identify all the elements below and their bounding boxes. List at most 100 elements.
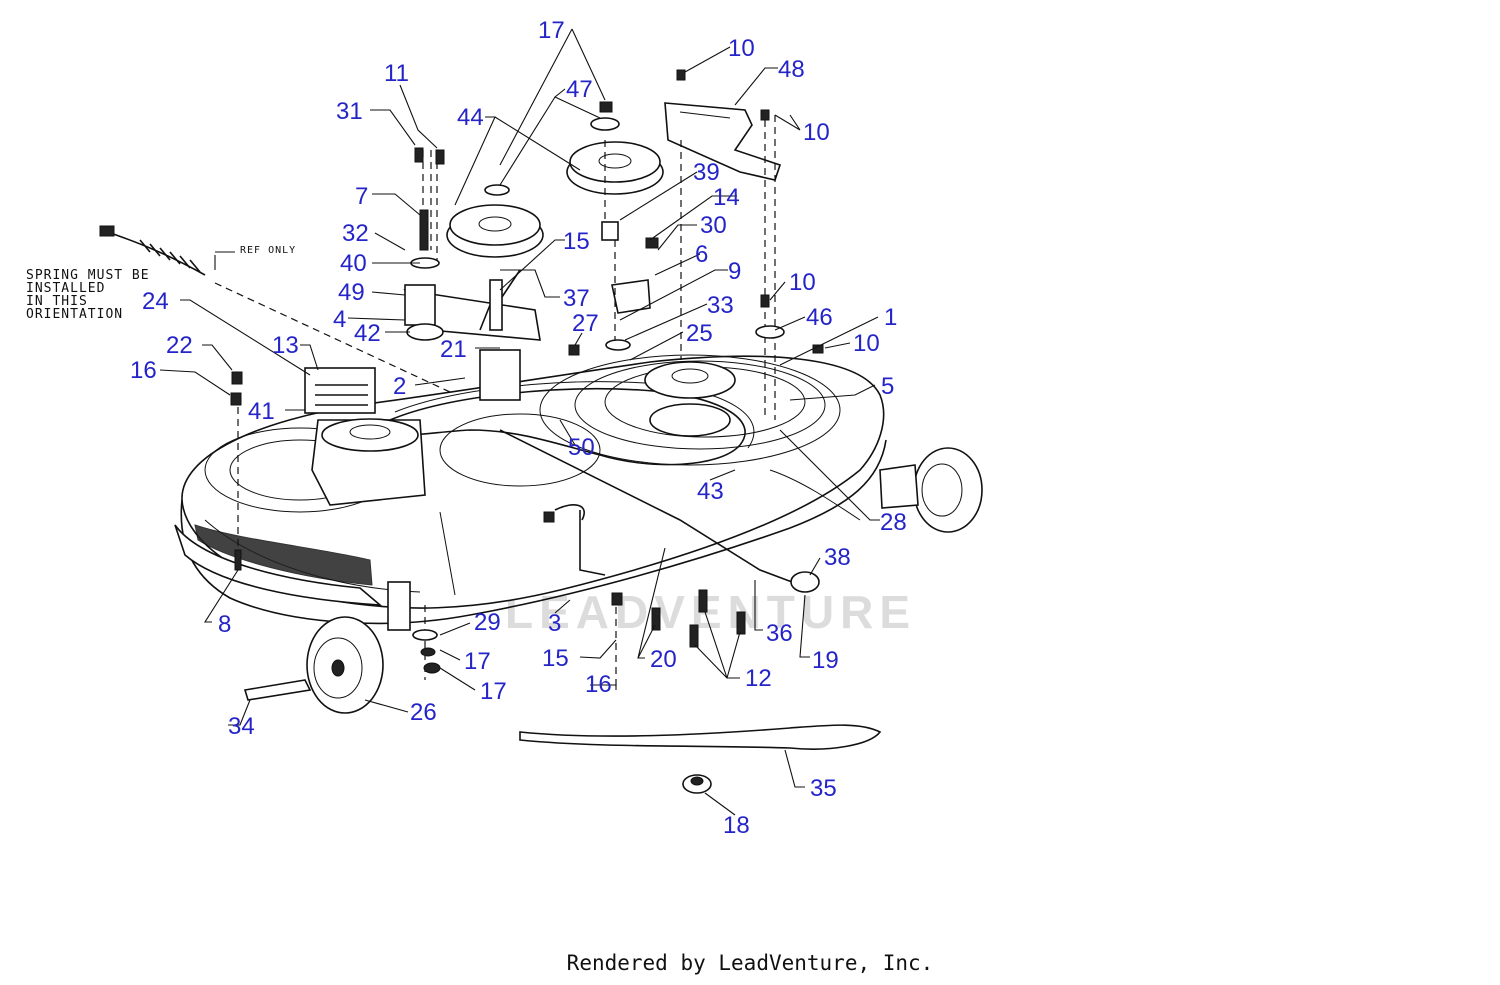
idler-pulley-left (446, 204, 544, 258)
callout-1: 1 (884, 304, 897, 331)
washer-33 (605, 339, 631, 351)
bolt-10-top (676, 69, 686, 81)
callout-5: 5 (881, 373, 894, 400)
left-spindle-housing (304, 367, 426, 506)
callout-42: 42 (354, 320, 381, 347)
wheel-bracket (387, 581, 411, 631)
footer-credit: Rendered by LeadVenture, Inc. (566, 951, 934, 975)
belt-guard-bracket (664, 102, 782, 181)
callout-19: 19 (812, 647, 839, 674)
bolt-11 (435, 149, 445, 165)
bolt-20 (651, 607, 661, 631)
nut-27 (568, 344, 580, 356)
ref-only-label: REF ONLY (240, 245, 296, 256)
callout-34: 34 (228, 713, 255, 740)
callout-49: 49 (338, 279, 365, 306)
callout-11: 11 (384, 60, 409, 87)
nut-16 (230, 392, 242, 406)
note-line-4: ORIENTATION (26, 307, 123, 322)
callout-7: 7 (355, 183, 368, 210)
callout-29: 29 (474, 609, 501, 636)
spacer-39 (601, 221, 619, 241)
washer-29 (412, 629, 438, 641)
callout-24: 24 (142, 288, 169, 315)
bolt-12c (736, 611, 746, 635)
front-left-wheel (243, 616, 384, 714)
idler-arm (403, 269, 541, 401)
blade-nut (682, 774, 712, 794)
callout-38: 38 (824, 544, 851, 571)
callout-14: 14 (713, 184, 740, 211)
bolt-12a (698, 589, 708, 613)
bolt-50 (543, 511, 555, 523)
callout-27: 27 (572, 310, 599, 337)
callout-17-b1: 17 (464, 648, 491, 675)
callout-40: 40 (340, 250, 367, 277)
idler-pulley-right (566, 141, 664, 195)
callout-12: 12 (745, 665, 772, 692)
shoulder-bolt-15 (489, 279, 503, 331)
spacer-22 (231, 371, 243, 385)
bushing-38 (790, 571, 820, 593)
callout-41: 41 (248, 398, 275, 425)
callout-4: 4 (333, 306, 346, 333)
callout-25: 25 (686, 320, 713, 347)
callout-20: 20 (650, 646, 677, 673)
callout-44: 44 (457, 104, 484, 131)
callout-32: 32 (342, 220, 369, 247)
bolt-10-c (760, 294, 770, 308)
bolt-31 (414, 147, 424, 163)
bolt-7 (419, 209, 429, 251)
callout-15-b: 15 (542, 645, 569, 672)
leader-lines (159, 28, 880, 816)
callout-39: 39 (693, 159, 720, 186)
engagement-cable (99, 225, 451, 393)
nut-17 (599, 101, 613, 113)
callout-8: 8 (218, 611, 231, 638)
bolt-15-b (611, 592, 623, 606)
bolt-10-b (760, 109, 770, 121)
lift-rod (499, 429, 801, 586)
callout-50: 50 (568, 434, 595, 461)
center-spindle-pulley (644, 361, 736, 437)
callout-10-c: 10 (789, 269, 816, 296)
bearing-47b (484, 184, 510, 196)
note-line-3: IN THIS (26, 294, 88, 309)
callout-16: 16 (130, 357, 157, 384)
deck-belt (379, 387, 746, 466)
callout-36: 36 (766, 620, 793, 647)
callout-9: 9 (728, 258, 741, 285)
callout-3: 3 (548, 610, 561, 637)
bolt-8 (234, 549, 242, 571)
spring-orientation-note: SPRING MUST BE INSTALLED IN THIS ORIENTA… (26, 268, 149, 322)
callout-10-d: 10 (853, 330, 880, 357)
callout-15: 15 (563, 228, 590, 255)
callout-33: 33 (707, 292, 734, 319)
note-line-2: INSTALLED (26, 281, 105, 296)
callout-17-b2: 17 (480, 678, 507, 705)
callout-2: 2 (393, 373, 406, 400)
nut-17-b2 (423, 662, 441, 674)
callout-10: 10 (728, 35, 755, 62)
callout-46: 46 (806, 304, 833, 331)
callout-47: 47 (566, 76, 593, 103)
mower-deck-shell (174, 354, 887, 625)
pivot-bracket (611, 279, 651, 314)
bolt-30 (645, 237, 659, 249)
callout-37: 37 (563, 285, 590, 312)
callout-48: 48 (778, 56, 805, 83)
callout-13: 13 (272, 332, 299, 359)
callout-21: 21 (440, 336, 467, 363)
bearing-47 (590, 117, 620, 131)
watermark: LEADVENTURE (505, 586, 916, 638)
callout-35: 35 (810, 775, 837, 802)
callout-labels: 17 10 48 11 47 31 44 10 7 39 14 30 32 15… (130, 17, 907, 839)
callout-22: 22 (166, 332, 193, 359)
callout-10-b: 10 (803, 119, 830, 146)
callout-26: 26 (410, 699, 437, 726)
callout-30: 30 (700, 212, 727, 239)
callout-17: 17 (538, 17, 565, 44)
callout-28: 28 (880, 509, 907, 536)
rear-right-wheel (879, 447, 983, 533)
